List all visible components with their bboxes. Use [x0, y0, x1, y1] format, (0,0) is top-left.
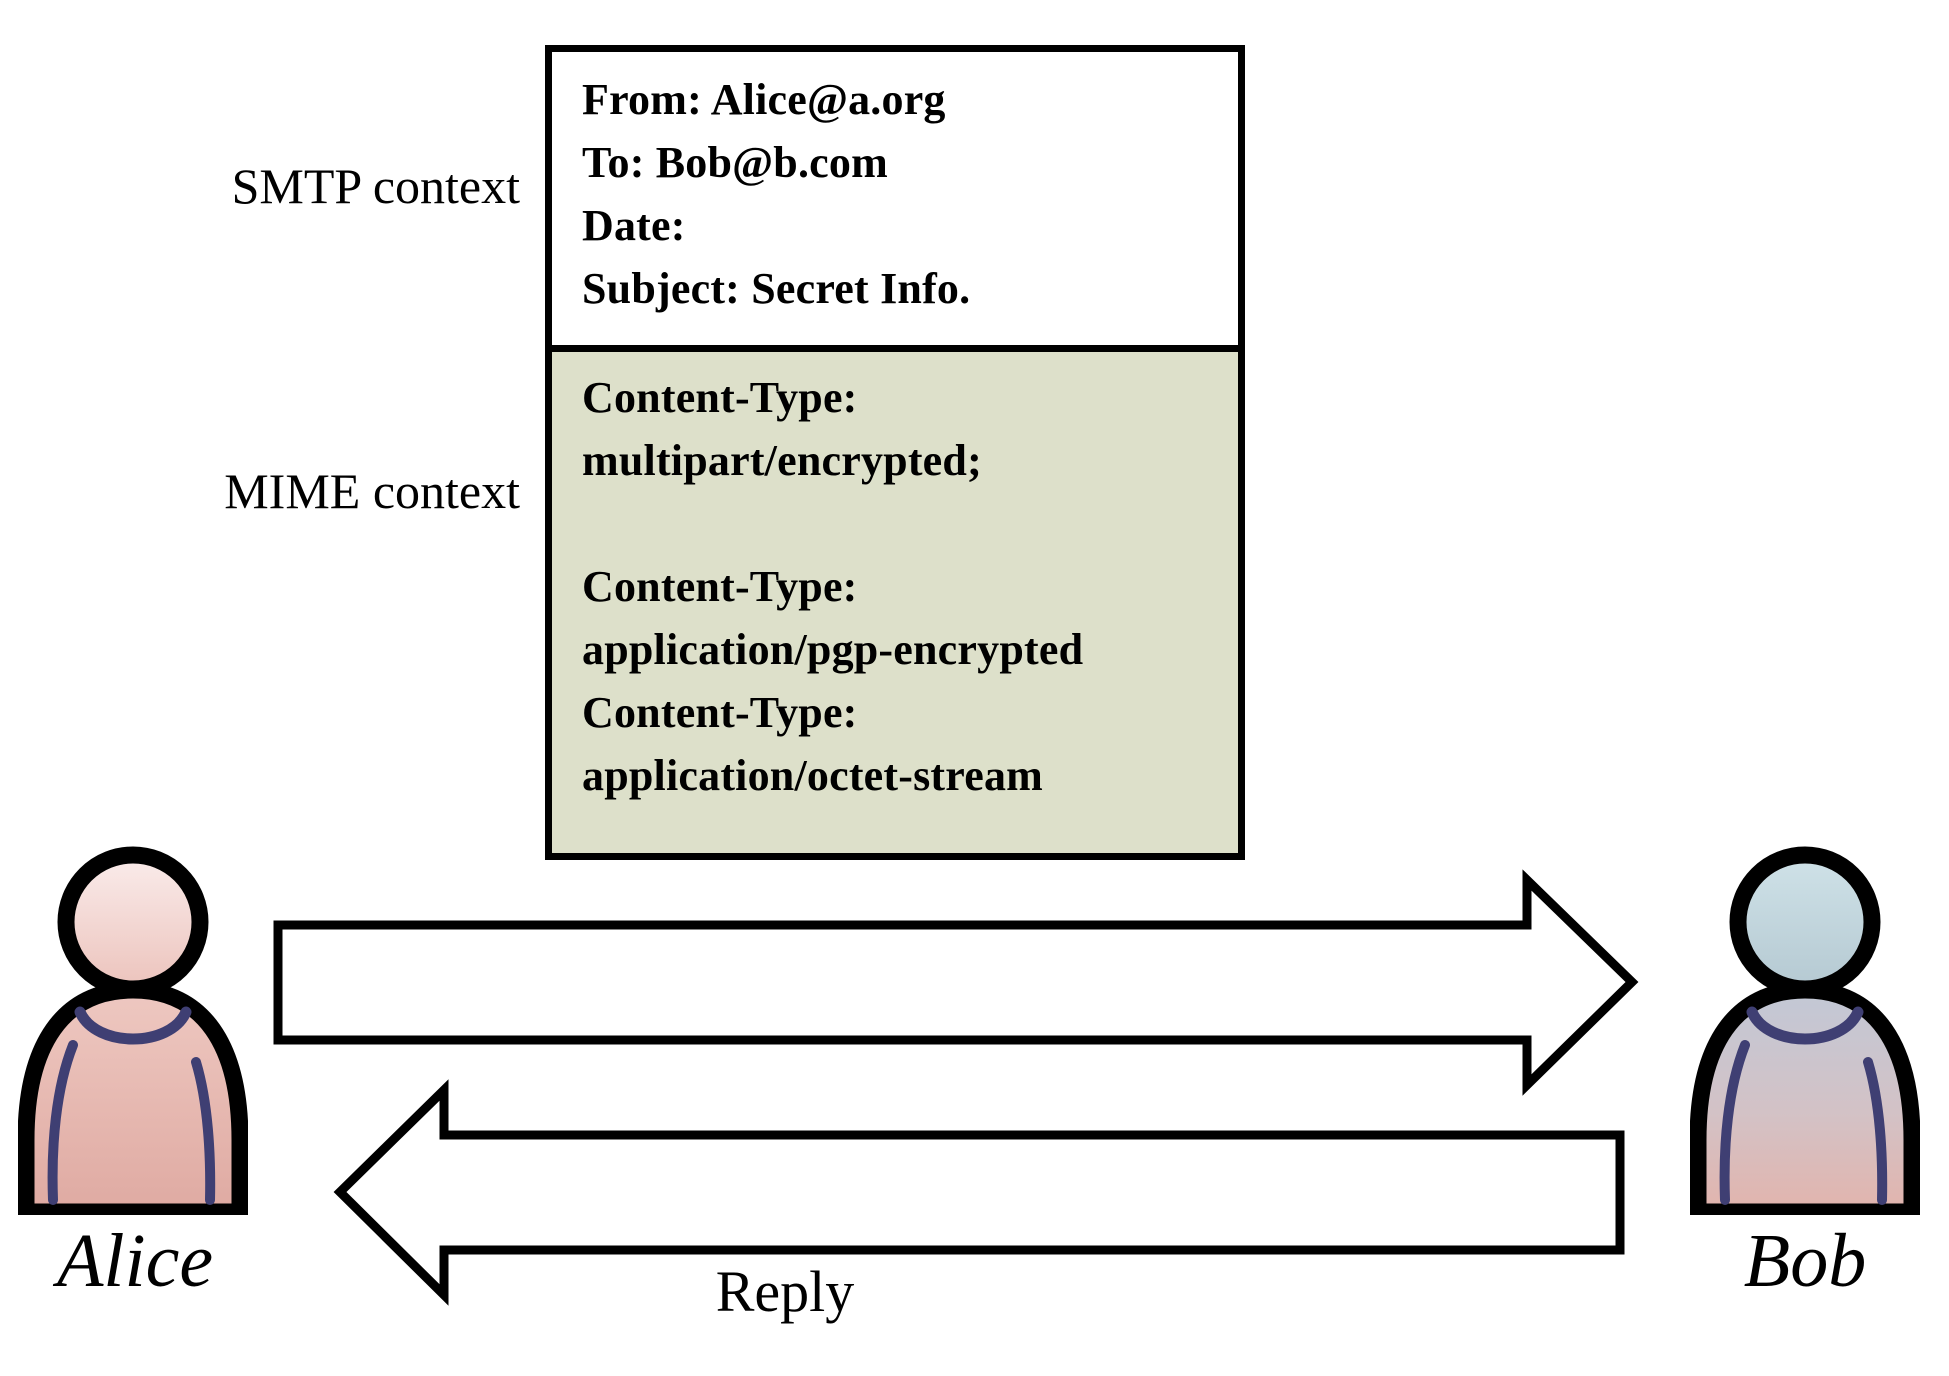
bob-name-label: Bob	[1743, 1219, 1867, 1303]
smtp-header-to: To: Bob@b.com	[582, 138, 888, 187]
mime-line-content-type-2: Content-Type:	[582, 562, 858, 611]
alice-name-label: Alice	[56, 1219, 214, 1303]
email-message-box: From: Alice@a.org To: Bob@b.com Date: Su…	[545, 45, 1245, 860]
mime-line-content-type-1: Content-Type:	[582, 373, 858, 422]
mime-line-octet-stream: application/octet-stream	[582, 751, 1043, 800]
smtp-header-lines: From: Alice@a.org To: Bob@b.com Date: Su…	[552, 52, 1238, 320]
mime-line-multipart: multipart/encrypted;	[582, 436, 982, 485]
mime-line-content-type-3: Content-Type:	[582, 688, 858, 737]
smtp-header-date: Date:	[582, 201, 686, 250]
mime-context-label: MIME context	[224, 463, 520, 519]
smtp-context-label: SMTP context	[231, 158, 520, 214]
mime-body-section: Content-Type: multipart/encrypted; Conte…	[552, 352, 1238, 853]
mime-header-lines: Content-Type: multipart/encrypted; Conte…	[552, 352, 1238, 807]
smtp-header-subject: Subject: Secret Info.	[582, 264, 971, 313]
smtp-header-section: From: Alice@a.org To: Bob@b.com Date: Su…	[552, 52, 1238, 352]
bob-avatar	[1690, 840, 1920, 1215]
alice-avatar	[18, 840, 248, 1215]
mime-line-spacer	[582, 492, 1238, 555]
mime-line-pgp-encrypted: application/pgp-encrypted	[582, 625, 1084, 674]
forward-arrow	[273, 869, 1639, 1096]
reply-label: Reply	[715, 1259, 855, 1324]
smtp-header-from: From: Alice@a.org	[582, 75, 946, 124]
